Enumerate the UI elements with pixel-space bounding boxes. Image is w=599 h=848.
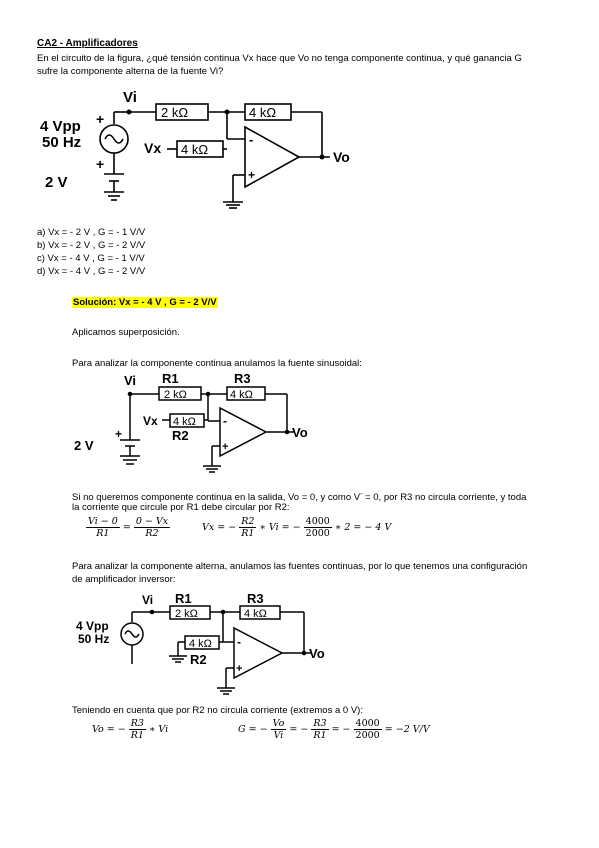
c3-opamp-plus: + <box>236 663 242 675</box>
c1-vpp-label: 4 Vpp <box>40 118 81 135</box>
ac-explanation-text: Teniendo en cuenta que por R2 no circula… <box>72 705 363 716</box>
solution-highlight: Solución: Vx = - 4 V , G = - 2 V/V <box>72 297 218 309</box>
c1-opamp-minus: - <box>249 132 253 147</box>
c3-r2-value: 4 kΩ <box>189 638 212 650</box>
c1-r3-value: 4 kΩ <box>249 105 276 120</box>
option-a: a) Vx = - 2 V , G = - 1 V/V <box>37 227 146 238</box>
question-line-1: En el circuito de la figura, ¿qué tensió… <box>37 53 522 64</box>
dc-explanation-line-2: la corriente que circule por R1 debe cir… <box>72 502 290 513</box>
c3-r3-name: R3 <box>247 591 264 606</box>
dc-text-part-a: Si no queremos componente continua en la… <box>72 492 361 504</box>
ac-intro-line-1: Para analizar la componente alterna, anu… <box>72 561 528 572</box>
c2-vo-label: Vo <box>292 425 308 440</box>
circuit-diagram-2: Vi R1 R3 R2 2 kΩ 4 kΩ 4 kΩ Vx 2 V + - + … <box>74 371 308 473</box>
option-c: c) Vx = - 4 V , G = - 1 V/V <box>37 253 145 264</box>
c2-r1-value: 2 kΩ <box>164 389 187 401</box>
circuit-diagram-3: Vi R1 R3 R2 2 kΩ 4 kΩ 4 kΩ 4 Vpp 50 Hz -… <box>76 591 325 695</box>
c3-hz-label: 50 Hz <box>78 632 109 646</box>
c1-vx-label: Vx <box>144 140 161 156</box>
dc-text-part-b: = 0, por R3 no circula corriente, y toda <box>365 492 527 504</box>
c3-r2-name: R2 <box>190 652 207 667</box>
c3-vi-label: Vi <box>142 593 153 607</box>
c1-dc-label: 2 V <box>45 174 68 191</box>
c3-r3-value: 4 kΩ <box>244 608 267 620</box>
dc-text-sup: - <box>360 491 363 498</box>
dc-explanation-line-1: Si no queremos componente continua en la… <box>72 489 526 504</box>
c1-vi-label: Vi <box>123 89 137 106</box>
circuit-diagram-1: Vi 2 kΩ 4 kΩ 4 kΩ Vx 4 Vpp 50 Hz 2 V + +… <box>40 89 350 209</box>
c2-plus: + <box>115 427 122 441</box>
c3-vpp-label: 4 Vpp <box>76 619 109 633</box>
dc-intro-text: Para analizar la componente continua anu… <box>72 358 362 369</box>
c3-r1-name: R1 <box>175 591 192 606</box>
c2-r2-name: R2 <box>172 428 189 443</box>
c1-r1-value: 2 kΩ <box>161 105 188 120</box>
option-b: b) Vx = - 2 V , G = - 2 V/V <box>37 240 146 251</box>
c1-plus-1: + <box>96 111 104 127</box>
ac-intro-line-2: de amplificador inversor: <box>72 574 176 585</box>
solution-text: Solución: Vx = - 4 V , G = - 2 V/V <box>72 297 218 308</box>
c1-hz-label: 50 Hz <box>42 134 81 151</box>
page-title: CA2 - Amplificadores <box>37 38 138 49</box>
c2-opamp-minus: - <box>223 414 227 428</box>
c1-plus-2: + <box>96 156 104 172</box>
c2-r2-value: 4 kΩ <box>173 416 196 428</box>
c3-opamp-minus: - <box>237 635 241 649</box>
superposition-text: Aplicamos superposición. <box>72 327 180 338</box>
c2-dc-label: 2 V <box>74 438 94 453</box>
c2-r3-name: R3 <box>234 371 251 386</box>
c2-vx-label: Vx <box>143 414 158 428</box>
c2-r3-value: 4 kΩ <box>230 389 253 401</box>
c2-r1-name: R1 <box>162 371 179 386</box>
c3-vo-label: Vo <box>309 646 325 661</box>
c1-opamp-plus: + <box>248 168 255 182</box>
c2-vi-label: Vi <box>124 373 136 388</box>
question-line-2: sufre la componente alterna de la fuente… <box>37 66 224 77</box>
c1-vo-label: Vo <box>333 149 350 165</box>
c3-r1-value: 2 kΩ <box>175 608 198 620</box>
c1-r2-value: 4 kΩ <box>181 142 208 157</box>
option-d: d) Vx = - 4 V , G = - 2 V/V <box>37 266 146 277</box>
c2-opamp-plus: + <box>222 441 228 453</box>
